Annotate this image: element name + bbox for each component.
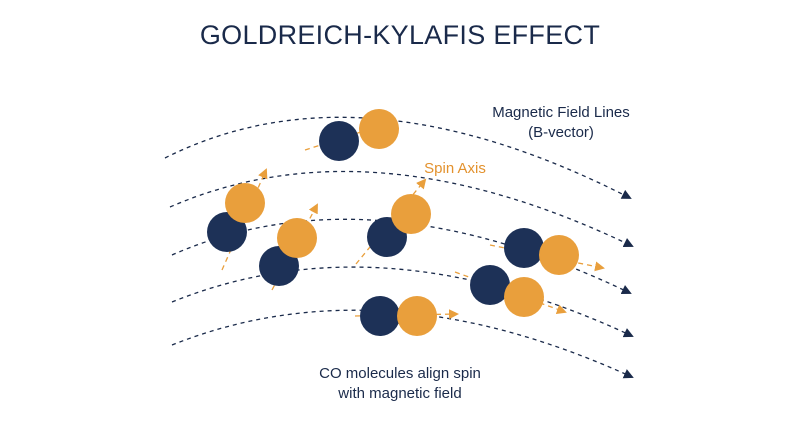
field-line xyxy=(169,170,634,248)
co-molecule xyxy=(207,168,268,271)
co-molecule xyxy=(259,203,318,291)
co-molecule xyxy=(454,265,567,317)
caption-line-1: CO molecules align spin xyxy=(319,365,481,382)
field-line xyxy=(171,309,634,379)
carbon-atom xyxy=(360,296,400,336)
field-line xyxy=(164,116,632,199)
carbon-atom xyxy=(504,228,544,268)
co-molecule xyxy=(304,109,399,161)
co-molecule xyxy=(354,296,459,336)
spin-axis-arrow xyxy=(354,309,459,320)
oxygen-atom xyxy=(397,296,437,336)
field-lines-label-line-1: Magnetic Field Lines xyxy=(492,104,630,121)
co-molecule xyxy=(355,178,431,265)
diagram-title: GOLDREICH-KYLAFIS EFFECT xyxy=(199,20,601,50)
carbon-atom xyxy=(207,212,247,252)
caption: CO molecules align spin with magnetic fi… xyxy=(270,364,530,404)
oxygen-atom xyxy=(277,218,317,258)
spin-axis-label: Spin Axis xyxy=(424,160,486,177)
oxygen-atom xyxy=(225,183,265,223)
co-molecule xyxy=(489,228,605,275)
oxygen-atom xyxy=(539,235,579,275)
oxygen-atom xyxy=(359,109,399,149)
oxygen-atom xyxy=(391,194,431,234)
field-lines-label: Magnetic Field Lines (B-vector) xyxy=(486,103,636,143)
oxygen-atom xyxy=(504,277,544,317)
carbon-atom xyxy=(319,121,359,161)
carbon-atom xyxy=(470,265,510,305)
caption-line-2: with magnetic field xyxy=(338,385,462,402)
field-lines-label-line-2: (B-vector) xyxy=(528,124,594,141)
